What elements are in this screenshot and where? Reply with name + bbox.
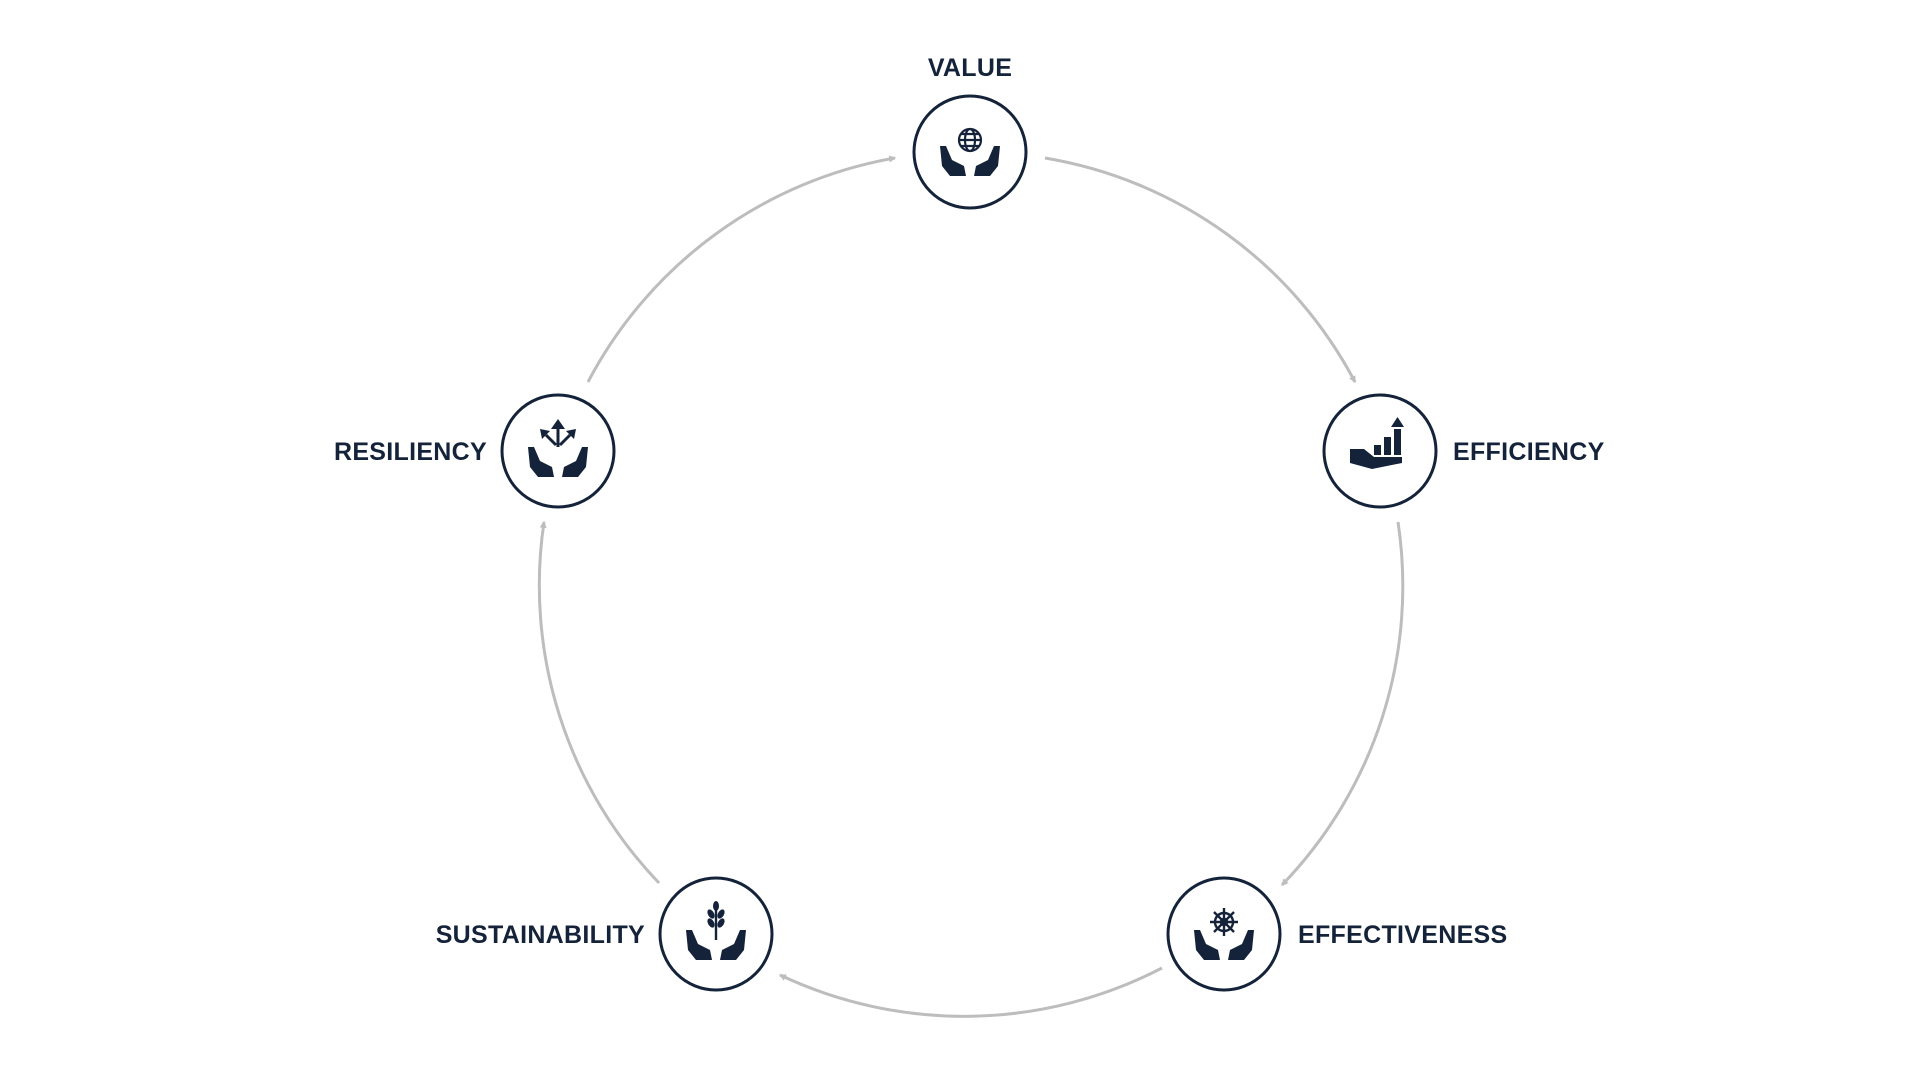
arrow-efficiency-to-effectiveness (1280, 521, 1405, 887)
cycle-connectors (537, 155, 1405, 1018)
hands-ship-wheel-icon (1194, 908, 1254, 960)
hands-wheat-icon (686, 901, 746, 960)
node-efficiency: EFFICIENCY (1322, 393, 1605, 509)
node-resiliency-ring (500, 393, 616, 509)
node-value-label: VALUE (928, 54, 1012, 82)
arrow-sustainability-to-resiliency (537, 520, 661, 885)
hands-globe-icon (940, 127, 1000, 176)
node-sustainability-label: SUSTAINABILITY (436, 921, 645, 949)
hand-growth-chart-icon (1350, 417, 1404, 469)
hands-arrows-icon (528, 419, 588, 477)
node-resiliency: RESILIENCY (334, 393, 616, 509)
node-sustainability: SUSTAINABILITY (436, 876, 774, 992)
node-efficiency-label: EFFICIENCY (1453, 438, 1605, 466)
arrow-resiliency-to-value (586, 155, 897, 383)
arrow-effectiveness-to-sustainability (778, 966, 1163, 1018)
node-effectiveness-label: EFFECTIVENESS (1298, 921, 1508, 949)
arrow-value-to-efficiency (1044, 156, 1357, 384)
node-effectiveness: EFFECTIVENESS (1166, 876, 1508, 992)
node-value: VALUE (912, 54, 1028, 210)
node-resiliency-label: RESILIENCY (334, 438, 487, 466)
